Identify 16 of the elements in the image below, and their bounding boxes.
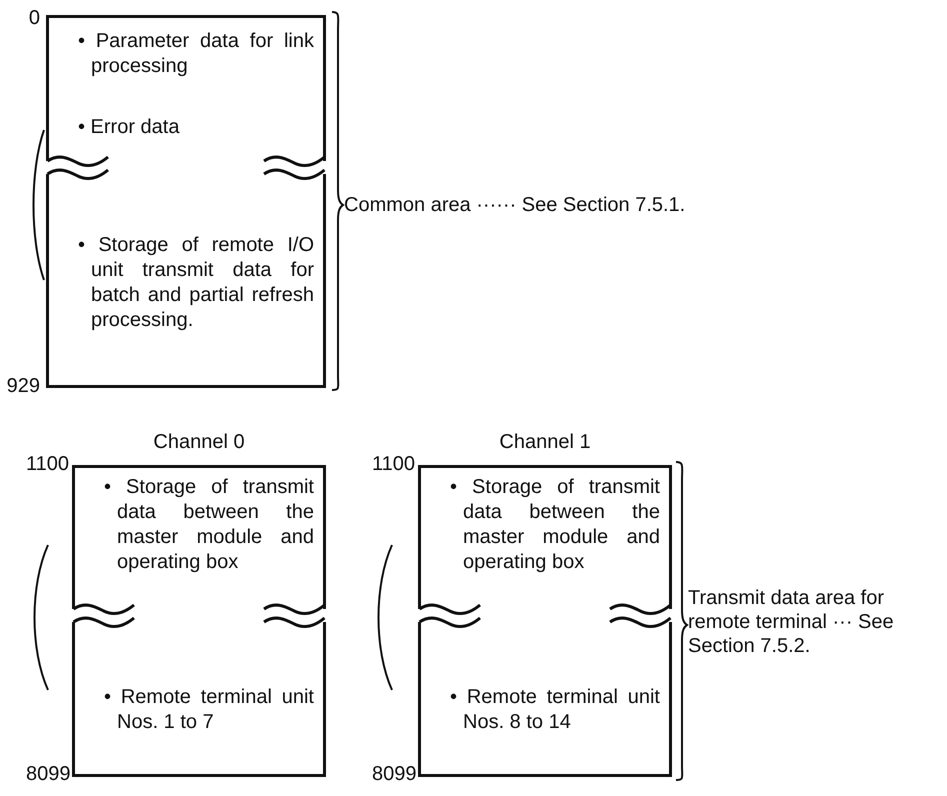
- bullet-text: • Remote terminal unit Nos. 8 to 14: [450, 685, 660, 735]
- bullet-text: • Error data: [78, 115, 180, 140]
- address-label: 0: [28, 7, 40, 29]
- bullet-text: • Parameter data for link processing: [78, 29, 314, 79]
- area-note: Common area ······ See Section 7.5.1.: [344, 193, 686, 217]
- bullet-text: • Storage of transmit data between the master module and operating box: [450, 475, 660, 575]
- address-label: 1100: [372, 453, 412, 475]
- bullet-text: • Storage of transmit data between the master module and operating box: [104, 475, 314, 575]
- memory-block: [46, 15, 326, 388]
- bullet-text: • Storage of remote I/O unit transmit data for batch and partial refresh processing.: [78, 233, 314, 333]
- bullet-text: • Remote terminal unit Nos. 1 to 7: [104, 685, 314, 735]
- address-label: 929: [6, 375, 40, 397]
- channel-heading: Channel 0: [152, 430, 246, 454]
- area-note: Transmit data area for remote terminal ··· See Section 7.5.2.: [688, 586, 895, 658]
- channel-heading: Channel 1: [498, 430, 592, 454]
- address-label: 1100: [26, 453, 66, 475]
